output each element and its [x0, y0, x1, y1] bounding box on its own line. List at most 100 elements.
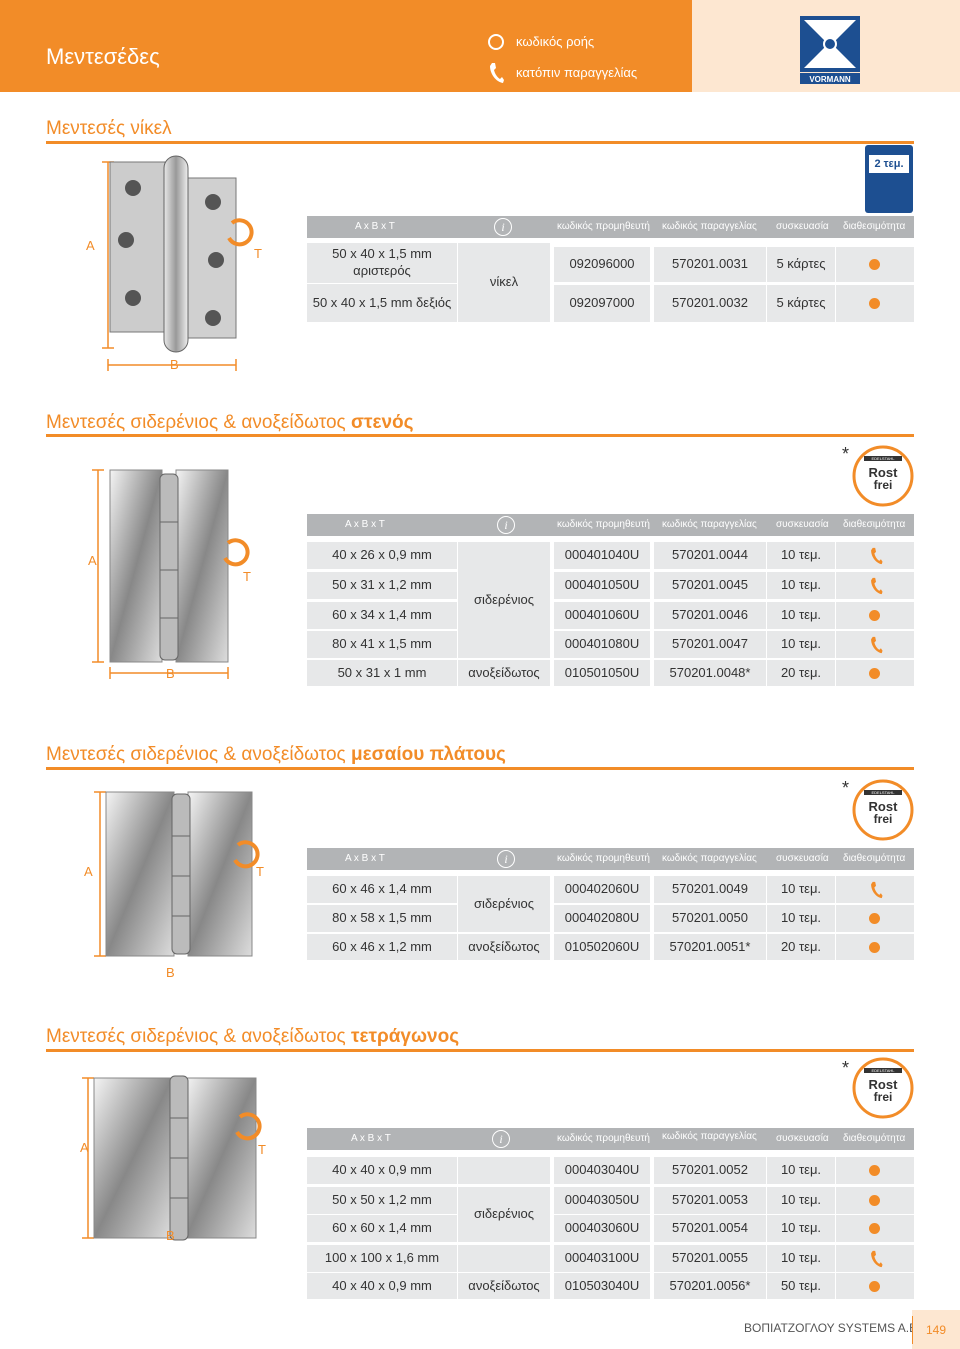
cell-order-code: 570201.0052	[654, 1157, 766, 1184]
table-header: Α x B x T i κωδικός προμηθευτή κωδικός π…	[307, 514, 914, 536]
col-order: κωδικός παραγγελίας	[662, 519, 757, 530]
cell-dims: 40 x 40 x 0,9 mm	[307, 1273, 457, 1299]
cell-package: 10 τεμ.	[767, 1187, 835, 1214]
section-title-bold: στενός	[351, 412, 414, 433]
footer-company: ΒΟΠΙΑΤΖΟΓΛΟΥ SYSTEMS A.E.	[744, 1321, 921, 1335]
section-title-text: Μεντεσές σιδερένιος & ανοξείδωτος	[46, 744, 346, 765]
section-title-text: Μεντεσές νίκελ	[46, 118, 172, 139]
cell-order-code: 570201.0054	[654, 1215, 766, 1242]
cell-package: 10 τεμ.	[767, 572, 835, 599]
rostfrei-top-text: EDELSTAHL	[871, 456, 895, 461]
cell-supplier-code: 000402080U	[554, 905, 650, 932]
col-supplier: κωδικός προμηθευτή	[557, 853, 650, 864]
circle-icon	[488, 33, 504, 50]
cell-order-code: 570201.0047	[654, 631, 766, 658]
phone-icon	[871, 636, 883, 654]
cell-package: 10 τεμ.	[767, 905, 835, 932]
cell-package: 10 τεμ.	[767, 602, 835, 629]
col-availability: διαθεσιμότητα	[843, 519, 906, 530]
cell-availability	[836, 542, 914, 569]
cell-package: 20 τεμ.	[767, 660, 835, 686]
cell-material: ανοξείδωτος	[458, 660, 550, 686]
cell-package: 5 κάρτες	[767, 285, 835, 322]
cell-dims: 50 x 50 x 1,2 mm	[307, 1187, 457, 1214]
table-header: Α x B x T i κωδικός προμηθευτή κωδικός π…	[307, 848, 914, 870]
cell-order-code: 570201.0056*	[654, 1273, 766, 1299]
col-availability: διαθεσιμότητα	[843, 221, 906, 232]
cell-dims: 60 x 34 x 1,4 mm	[307, 602, 457, 629]
info-icon: i	[497, 850, 515, 868]
section-divider	[46, 434, 914, 437]
cell-availability	[836, 660, 914, 686]
dim-a-label: A	[86, 238, 95, 253]
section-title-bold: τετράγωνος	[351, 1026, 460, 1047]
cell-supplier-code: 092096000	[554, 247, 650, 282]
cell-dims: 60 x 46 x 1,2 mm	[307, 934, 457, 960]
cell-material: σιδερένιος	[458, 542, 550, 658]
cell-package: 50 τεμ.	[767, 1273, 835, 1299]
info-icon: i	[492, 1130, 510, 1148]
rostfrei-star: *	[842, 1058, 850, 1078]
dim-b-label: B	[166, 1228, 175, 1243]
cell-dims: 60 x 46 x 1,4 mm	[307, 876, 457, 903]
col-order: κωδικός παραγγελίας	[662, 853, 757, 864]
section-divider	[46, 141, 914, 144]
cell-availability	[836, 572, 914, 599]
col-package: συσκευασία	[776, 1133, 829, 1144]
circle-icon	[869, 1281, 880, 1292]
medium-hinge-image	[94, 791, 253, 957]
circle-icon	[869, 259, 880, 270]
brand-name: VORMANN	[809, 75, 851, 84]
col-package: συσκευασία	[776, 853, 829, 864]
cell-dims: 100 x 100 x 1,6 mm	[307, 1245, 457, 1272]
rostfrei-line2: frei	[874, 478, 893, 492]
rostfrei-line1: Rost	[869, 799, 899, 814]
cell-material: ανοξείδωτος	[458, 1273, 550, 1299]
cell-supplier-code: 000401050U	[554, 572, 650, 599]
col-package: συσκευασία	[776, 519, 829, 530]
cell-availability	[836, 247, 914, 282]
circle-icon	[869, 668, 880, 679]
cell-material: νίκελ	[458, 243, 550, 322]
page-number: 149	[912, 1310, 960, 1349]
cell-order-code: 570201.0045	[654, 572, 766, 599]
rostfrei-star: *	[842, 444, 850, 464]
dim-t-label: T	[256, 864, 264, 879]
cell-dims: 50 x 40 x 1,5 mm αριστερός	[307, 243, 457, 283]
thickness-ring-icon	[233, 840, 260, 869]
col-dims: Α x B x T	[345, 519, 385, 530]
cell-availability	[836, 1157, 914, 1184]
cell-supplier-code: 000403100U	[554, 1245, 650, 1272]
dim-t-label: T	[258, 1142, 266, 1157]
section-title-narrow: Μεντεσές σιδερένιος & ανοξείδωτος στενός	[46, 412, 414, 434]
cell-availability	[836, 631, 914, 658]
package-card-image: 2 τεμ.	[865, 145, 913, 213]
rostfrei-line1: Rost	[869, 465, 899, 480]
dim-b-label: B	[166, 666, 175, 681]
dim-a-label: A	[84, 864, 93, 879]
cell-supplier-code: 000401060U	[554, 602, 650, 629]
dim-a-label: A	[88, 553, 97, 568]
cell-supplier-code: 010502060U	[554, 934, 650, 960]
cell-order-code: 570201.0053	[654, 1187, 766, 1214]
section-title-bold: μεσαίου πλάτους	[351, 744, 506, 765]
cell-dims: 40 x 40 x 0,9 mm	[307, 1157, 457, 1184]
rostfrei-top-text: EDELSTAHL	[871, 790, 895, 795]
section-title-nickel: Μεντεσές νίκελ	[46, 118, 172, 140]
cell-availability	[836, 934, 914, 960]
col-supplier: κωδικός προμηθευτή	[557, 519, 650, 530]
cell-supplier-code: 000403040U	[554, 1157, 650, 1184]
col-availability: διαθεσιμότητα	[843, 853, 906, 864]
rostfrei-line2: frei	[874, 1090, 893, 1104]
cell-supplier-code: 000403060U	[554, 1215, 650, 1242]
cell-dims: 50 x 40 x 1,5 mm δεξιός	[307, 284, 457, 322]
rostfrei-badge-icon: EDELSTAHL Rost frei	[852, 779, 914, 841]
circle-icon	[869, 1223, 880, 1234]
cell-dims: 50 x 31 x 1,2 mm	[307, 572, 457, 599]
vormann-logo: VORMANN	[800, 16, 860, 84]
col-supplier: κωδικός προμηθευτή	[557, 221, 650, 232]
cell-package: 10 τεμ.	[767, 1215, 835, 1242]
cell-supplier-code: 092097000	[554, 285, 650, 322]
cell-supplier-code: 010503040U	[554, 1273, 650, 1299]
circle-icon	[869, 913, 880, 924]
